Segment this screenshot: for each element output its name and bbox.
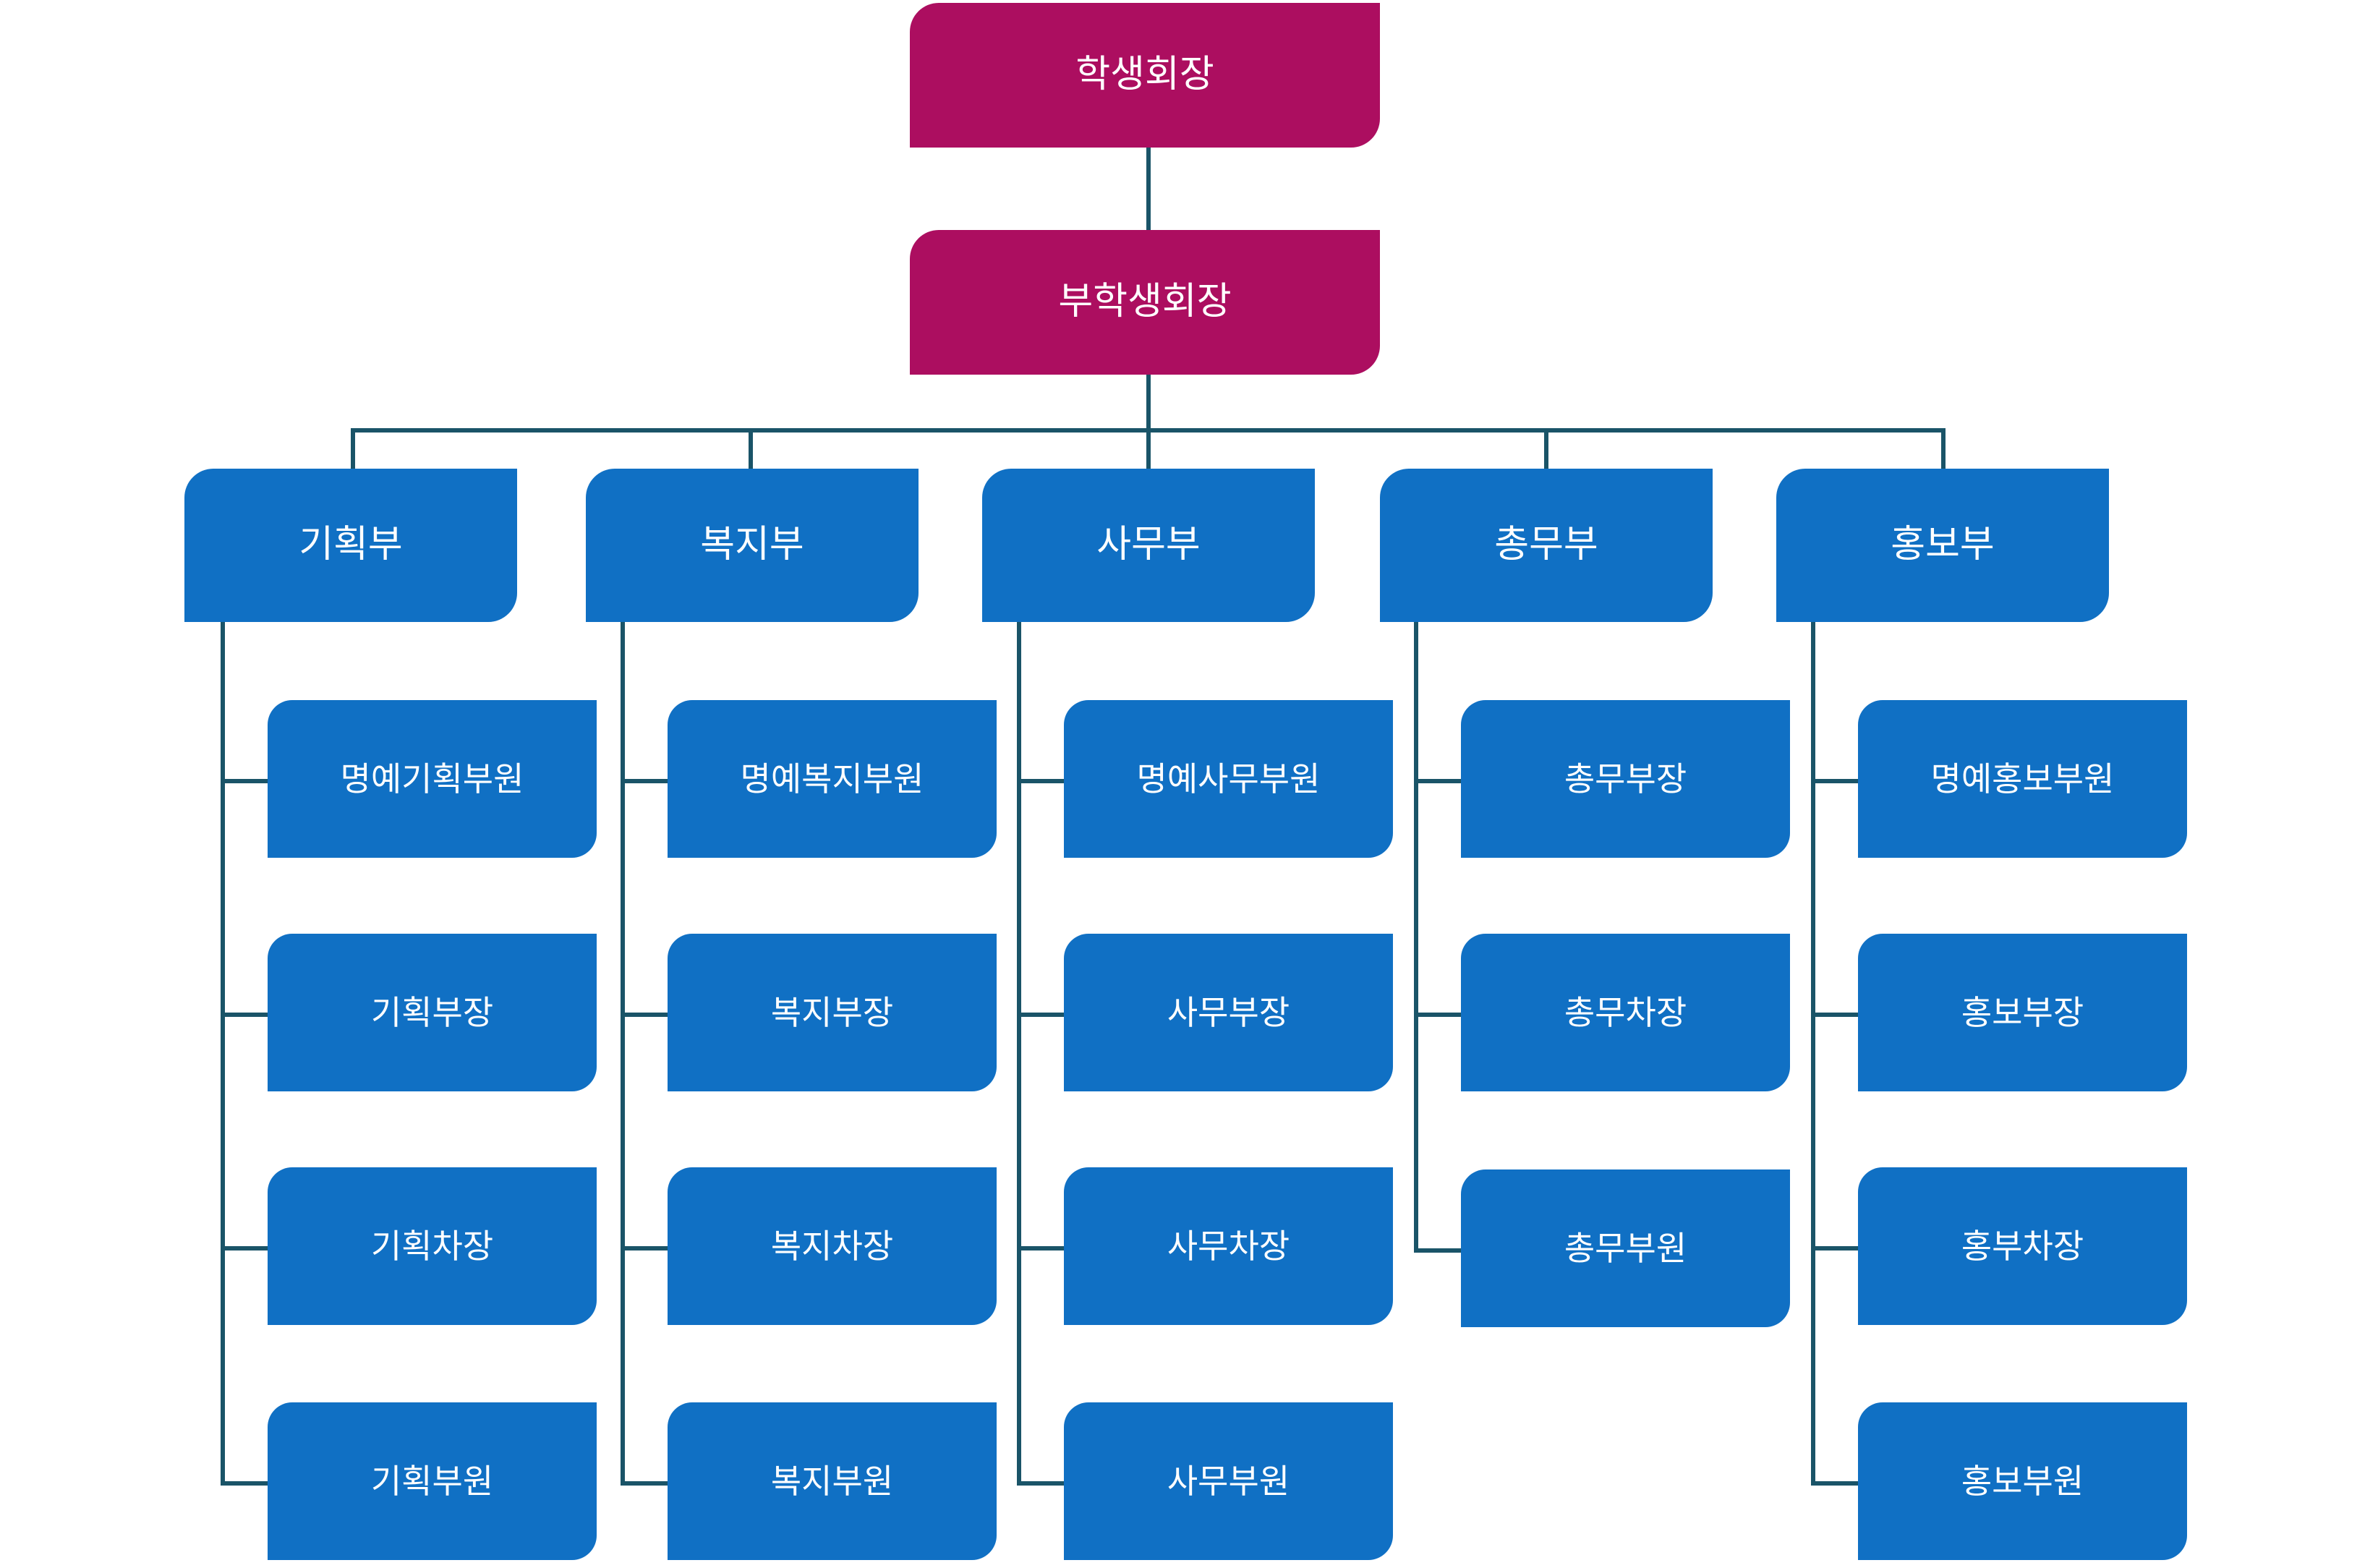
- node-role-publicity-member[interactable]: 홍보부원: [1858, 1402, 2187, 1560]
- node-role-office-head[interactable]: 사무부장: [1064, 934, 1393, 1091]
- node-role-welfare-head[interactable]: 복지부장: [668, 934, 997, 1091]
- connector-spine-publicity: [1811, 622, 1815, 1486]
- node-label: 사무부: [1096, 524, 1201, 566]
- connector-bus-drop-publicity: [1941, 428, 1946, 469]
- node-label: 명예사무부원: [1136, 759, 1321, 798]
- connector-spine-office: [1017, 622, 1021, 1486]
- node-department-office[interactable]: 사무부: [982, 469, 1315, 622]
- connector-stub-office-0: [1017, 779, 1066, 783]
- node-vice-student-president[interactable]: 부학생회장: [910, 230, 1380, 375]
- node-label: 총무부장: [1564, 759, 1687, 798]
- node-role-planning-deputy[interactable]: 기획차장: [268, 1167, 597, 1325]
- connector-stub-welfare-0: [621, 779, 670, 783]
- node-label: 홍보부장: [1961, 993, 2084, 1031]
- connector-spine-welfare: [621, 622, 625, 1486]
- node-label: 사무부장: [1167, 993, 1290, 1031]
- connector-stub-office-3: [1017, 1481, 1066, 1486]
- connector-stub-general-affairs-1: [1414, 1013, 1463, 1017]
- node-role-publicity-honorary-member[interactable]: 명예홍보부원: [1858, 700, 2187, 858]
- node-label: 총무부원: [1564, 1229, 1687, 1267]
- node-role-general-affairs-member[interactable]: 총무부원: [1461, 1169, 1790, 1327]
- node-role-welfare-member[interactable]: 복지부원: [668, 1402, 997, 1560]
- connector-stub-general-affairs-2: [1414, 1248, 1463, 1253]
- node-label: 사무차장: [1167, 1227, 1290, 1265]
- node-label: 학생회장: [1075, 54, 1214, 96]
- node-label: 부학생회장: [1058, 281, 1232, 323]
- node-label: 기획부: [299, 524, 403, 566]
- connector-stub-publicity-1: [1811, 1013, 1860, 1017]
- node-role-general-affairs-head[interactable]: 총무부장: [1461, 700, 1790, 858]
- connector-stub-office-1: [1017, 1013, 1066, 1017]
- connector-bus-drop-general-affairs: [1544, 428, 1548, 469]
- node-role-planning-honorary-member[interactable]: 명예기획부원: [268, 700, 597, 858]
- node-department-welfare[interactable]: 복지부: [586, 469, 919, 622]
- node-label: 복지부: [700, 524, 804, 566]
- connector-stub-planning-0: [221, 779, 270, 783]
- connector-stub-welfare-1: [621, 1013, 670, 1017]
- connector-stub-welfare-3: [621, 1481, 670, 1486]
- node-role-publicity-deputy[interactable]: 홍부차장: [1858, 1167, 2187, 1325]
- node-role-planning-member[interactable]: 기획부원: [268, 1402, 597, 1560]
- node-label: 총무차장: [1564, 993, 1687, 1031]
- node-role-office-honorary-member[interactable]: 명예사무부원: [1064, 700, 1393, 858]
- node-label: 총무부: [1494, 524, 1598, 566]
- node-role-welfare-deputy[interactable]: 복지차장: [668, 1167, 997, 1325]
- connector-stub-publicity-2: [1811, 1246, 1860, 1250]
- node-label: 복지차장: [770, 1227, 894, 1265]
- node-label: 홍보부: [1891, 524, 1995, 566]
- node-label: 사무부원: [1167, 1462, 1290, 1500]
- connector-stub-welfare-2: [621, 1246, 670, 1250]
- node-department-general-affairs[interactable]: 총무부: [1380, 469, 1713, 622]
- connector-vice-to-bus: [1146, 375, 1151, 433]
- node-role-planning-head[interactable]: 기획부장: [268, 934, 597, 1091]
- connector-stub-publicity-0: [1811, 779, 1860, 783]
- connector-spine-general-affairs: [1414, 622, 1418, 1253]
- node-label: 복지부장: [770, 993, 894, 1031]
- connector-bus-drop-welfare: [749, 428, 753, 469]
- node-label: 명예기획부원: [340, 759, 524, 798]
- connector-president-to-vice: [1146, 148, 1151, 230]
- node-label: 복지부원: [770, 1462, 894, 1500]
- connector-stub-general-affairs-0: [1414, 779, 1463, 783]
- node-role-office-member[interactable]: 사무부원: [1064, 1402, 1393, 1560]
- connector-spine-planning: [221, 622, 225, 1486]
- connector-stub-planning-2: [221, 1246, 270, 1250]
- node-label: 명예홍보부원: [1930, 759, 2115, 798]
- node-role-office-deputy[interactable]: 사무차장: [1064, 1167, 1393, 1325]
- node-label: 기획차장: [370, 1227, 494, 1265]
- node-label: 홍보부원: [1961, 1462, 2084, 1500]
- connector-bus-drop-planning: [351, 428, 355, 469]
- node-role-publicity-head[interactable]: 홍보부장: [1858, 934, 2187, 1091]
- connector-bus-drop-office: [1146, 428, 1151, 469]
- connector-stub-planning-3: [221, 1481, 270, 1486]
- node-department-planning[interactable]: 기획부: [184, 469, 517, 622]
- node-department-publicity[interactable]: 홍보부: [1776, 469, 2109, 622]
- node-role-welfare-honorary-member[interactable]: 명예복지부원: [668, 700, 997, 858]
- connector-stub-publicity-3: [1811, 1481, 1860, 1486]
- node-role-general-affairs-deputy[interactable]: 총무차장: [1461, 934, 1790, 1091]
- node-label: 홍부차장: [1961, 1227, 2084, 1265]
- node-label: 명예복지부원: [740, 759, 924, 798]
- node-label: 기획부원: [370, 1462, 494, 1500]
- node-label: 기획부장: [370, 993, 494, 1031]
- connector-stub-planning-1: [221, 1013, 270, 1017]
- node-student-president[interactable]: 학생회장: [910, 3, 1380, 148]
- connector-stub-office-2: [1017, 1246, 1066, 1250]
